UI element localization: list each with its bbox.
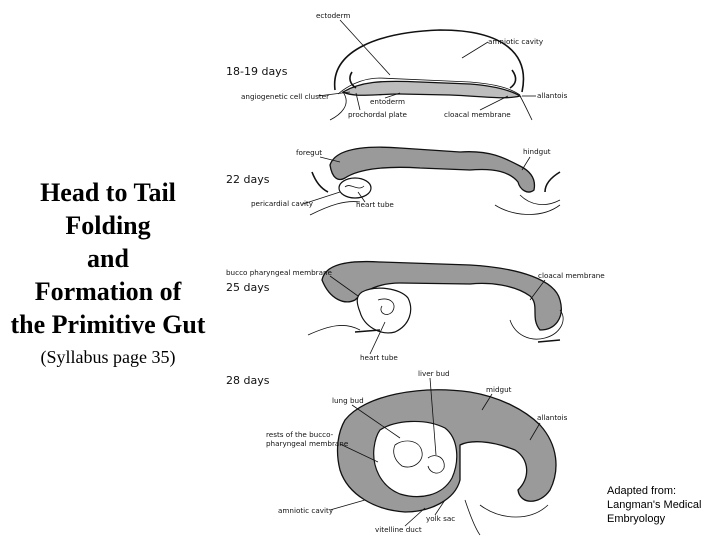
label-prochordal: prochordal plate — [348, 110, 408, 119]
leader-entoderm — [384, 92, 401, 99]
slide-subtitle: (Syllabus page 35) — [40, 347, 176, 367]
leader-amniotic — [329, 499, 366, 511]
leader-prochordal — [355, 92, 361, 111]
fold-arrow-tail — [537, 339, 561, 343]
title-line-1: Head to Tail — [40, 178, 176, 207]
leader-heart-tube — [369, 321, 386, 355]
label-cloacal: cloacal membrane — [538, 271, 605, 280]
fold-arrow-tail — [509, 69, 517, 89]
label-ectoderm: ectoderm — [316, 11, 350, 20]
leader-amniotic-cavity — [461, 41, 489, 59]
stage-day-label: 28 days — [226, 374, 270, 387]
label-angiogenetic: angiogenetic cell cluster — [241, 92, 329, 101]
credit-line-1: Adapted from: — [607, 485, 677, 497]
label-rests-1: rests of the bucco- — [266, 430, 334, 439]
label-vitelline: vitelline duct — [375, 525, 422, 534]
label-entoderm: entoderm — [370, 97, 405, 106]
leader-pericardial — [302, 191, 341, 205]
allantois-curve — [519, 194, 561, 205]
label-pericardial: pericardial cavity — [251, 199, 314, 208]
leader-vitelline — [404, 507, 426, 527]
heart-pericardial-region — [356, 287, 412, 334]
ectoderm-line — [337, 77, 521, 96]
leader-cloacal — [529, 279, 546, 301]
title-line-2: Folding — [65, 211, 151, 240]
label-cloacal: cloacal membrane — [444, 110, 511, 119]
heart-loop — [393, 440, 423, 468]
body-wall-head — [307, 325, 361, 336]
label-liver-bud: liver bud — [418, 369, 450, 378]
credit-line-3: Embryology — [607, 513, 666, 525]
title-line-4: Formation of — [34, 277, 182, 306]
label-heart-tube: heart tube — [360, 353, 398, 362]
leader-heart-tube — [357, 191, 366, 203]
label-hindgut: hindgut — [523, 147, 551, 156]
leader-liver-bud — [429, 377, 437, 456]
fold-arrow-head — [311, 171, 329, 193]
stage-day-label: 18-19 days — [226, 65, 288, 78]
label-allantois: allantois — [537, 91, 568, 100]
leader-angiogenetic — [317, 91, 351, 97]
label-amniotic-cavity: amniotic cavity — [488, 37, 544, 46]
label-lung-bud: lung bud — [332, 396, 364, 405]
label-foregut: foregut — [296, 148, 322, 157]
yolk-wall-left — [329, 91, 347, 121]
leader-midgut — [481, 393, 493, 411]
leader-rests — [339, 443, 379, 463]
label-amniotic: amniotic cavity — [278, 506, 334, 515]
leader-cloacal — [479, 95, 509, 111]
label-heart-tube: heart tube — [356, 200, 394, 209]
stage-25-days: 25 days bucco pharyngeal membrane cloaca… — [226, 260, 605, 362]
title-line-3: and — [87, 244, 129, 273]
leader-yolk-sac — [434, 499, 446, 516]
foregut-region — [373, 420, 458, 498]
yolk-stalk-curve — [479, 504, 549, 518]
slide-title: Head to Tail Folding and Formation of th… — [0, 176, 216, 341]
embryonic-disc — [341, 80, 522, 99]
amnion-outline — [334, 29, 525, 93]
fold-arrow-head — [349, 71, 357, 89]
stage-day-label: 25 days — [226, 281, 270, 294]
fold-arrow-tail — [544, 171, 561, 193]
gut-tube — [329, 146, 536, 193]
leader-lung-bud — [351, 404, 401, 439]
fold-arrow-head — [354, 329, 381, 333]
stage-18-19-days: 18-19 days ectoderm amniotic cavity angi… — [226, 11, 568, 121]
liver-bud-shape — [427, 455, 445, 474]
allantois-curve — [509, 309, 564, 340]
pericardial-cavity-shape — [338, 177, 372, 199]
stage-day-label: 22 days — [226, 173, 270, 186]
leader-allantois — [529, 422, 541, 441]
yolk-wall-right — [519, 95, 533, 121]
label-allantois: allantois — [537, 413, 568, 422]
body-wall-tail — [494, 204, 561, 215]
label-midgut: midgut — [486, 385, 512, 394]
vitelline-duct-line — [464, 499, 481, 536]
leader-bucco — [329, 275, 359, 297]
body-wall-head — [309, 201, 361, 216]
leader-hindgut — [521, 156, 531, 171]
source-credit: Adapted from: Langman's Medical Embryolo… — [607, 484, 701, 526]
heart-tube-shape — [344, 185, 365, 189]
label-bucco: bucco pharyngeal membrane — [226, 268, 333, 277]
stage-22-days: 22 days foregut hindgut pericardial cavi… — [226, 146, 561, 216]
credit-line-2: Langman's Medical — [607, 499, 702, 511]
heart-loop — [377, 298, 395, 315]
leader-foregut — [319, 156, 341, 163]
title-line-5: the Primitive Gut — [10, 310, 206, 339]
label-rests-2: pharyngeal membrane — [266, 439, 349, 448]
label-yolk-sac: yolk sac — [426, 514, 455, 523]
leader-ectoderm — [339, 19, 391, 76]
stage-28-days: 28 days liver bud midgut lung bud allant… — [226, 369, 568, 536]
